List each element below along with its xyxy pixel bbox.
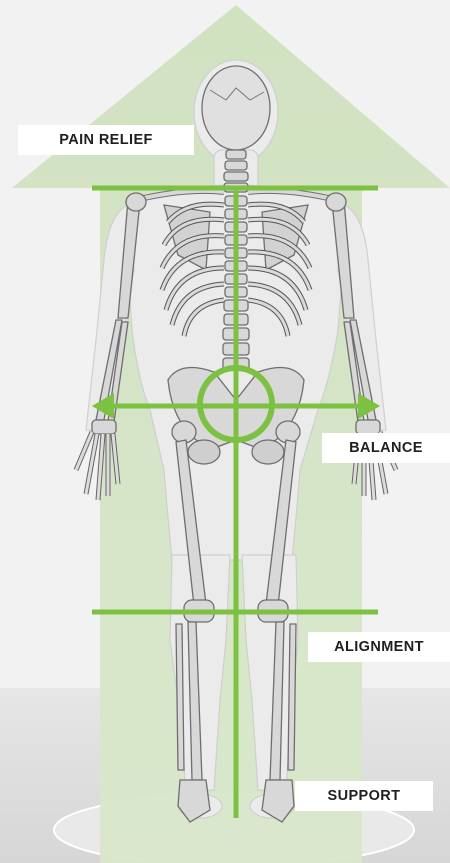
alignment-text: ALIGNMENT xyxy=(334,639,424,655)
right-fibula xyxy=(288,624,296,770)
label-balance: BALANCE xyxy=(322,433,450,463)
support-text: SUPPORT xyxy=(328,788,401,804)
label-support: SUPPORT xyxy=(295,781,433,811)
label-pain-relief: PAIN RELIEF xyxy=(18,125,194,155)
pain-relief-text: PAIN RELIEF xyxy=(59,132,153,148)
left-fibula xyxy=(176,624,184,770)
skull xyxy=(202,66,270,150)
balance-text: BALANCE xyxy=(349,440,423,456)
label-alignment: ALIGNMENT xyxy=(308,632,450,662)
